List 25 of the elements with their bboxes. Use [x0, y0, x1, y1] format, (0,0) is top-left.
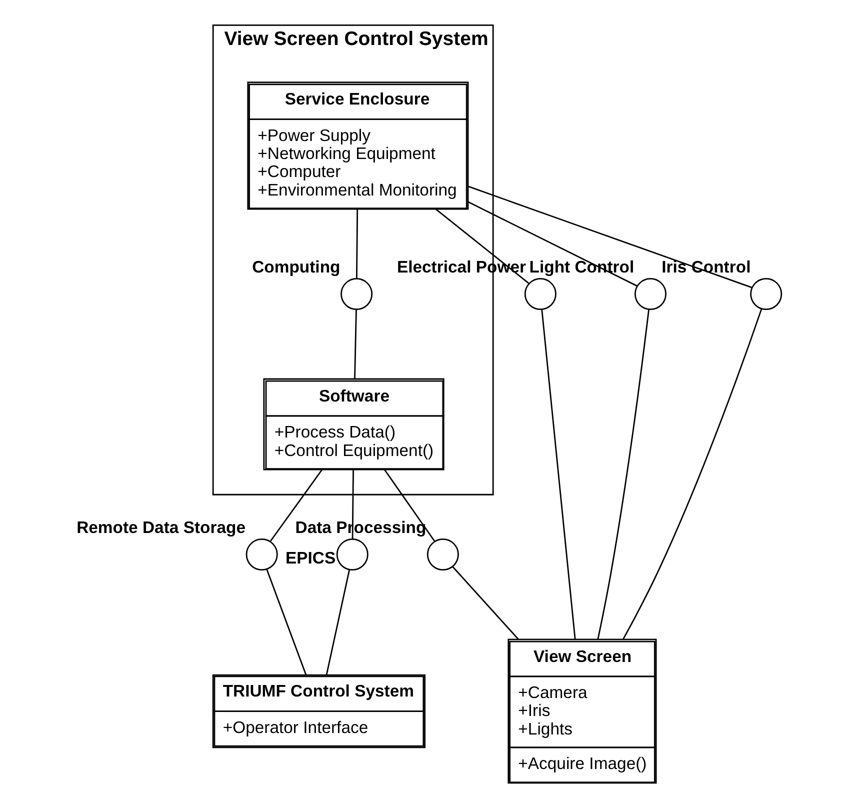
node-circle	[426, 538, 459, 571]
connector	[452, 566, 519, 640]
node-label: EPICS	[286, 548, 336, 568]
connector	[468, 201, 638, 287]
connector	[435, 208, 530, 284]
node-label: Remote Data Storage	[76, 518, 246, 538]
node-circle	[750, 278, 782, 310]
node-label: Computing	[252, 258, 340, 277]
node-circle	[634, 278, 666, 310]
node-label: Iris Control	[662, 258, 751, 277]
connector	[266, 569, 307, 675]
connector	[384, 470, 436, 542]
node-circle	[340, 278, 373, 310]
connector	[354, 310, 357, 379]
connector	[352, 470, 354, 539]
node-circle	[524, 278, 556, 310]
connector	[468, 186, 752, 288]
connector	[597, 310, 650, 640]
node-circle	[336, 538, 368, 571]
node-circle	[246, 538, 278, 571]
connector	[326, 569, 350, 675]
connector	[356, 209, 358, 278]
connector	[541, 310, 576, 640]
connector	[622, 308, 762, 640]
connector	[270, 469, 322, 542]
